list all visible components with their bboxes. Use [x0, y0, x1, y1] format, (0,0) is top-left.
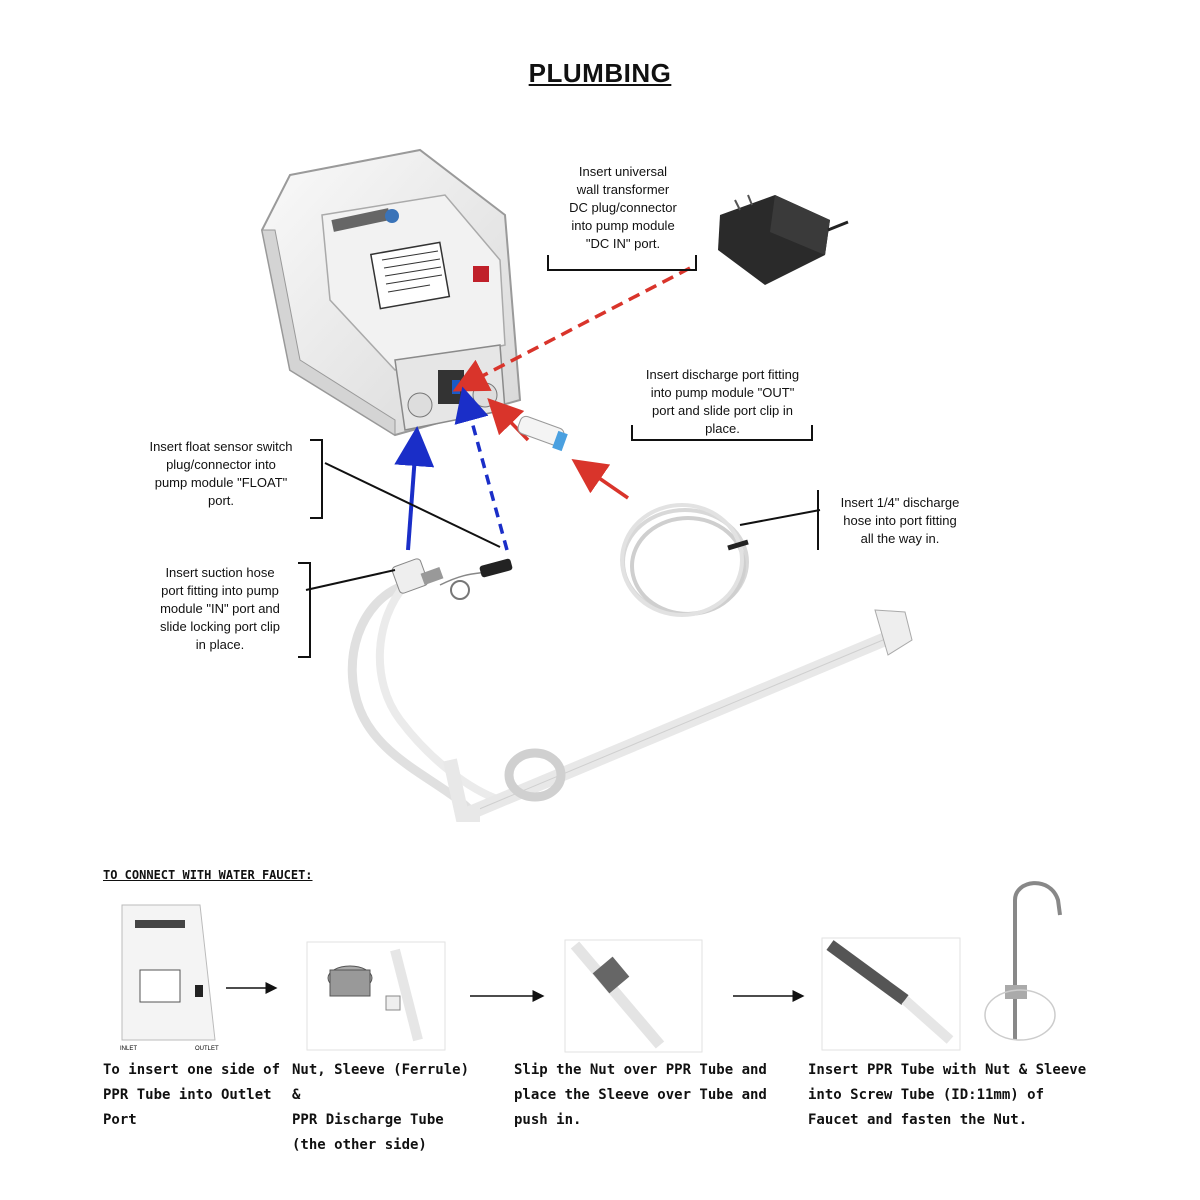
outlet-label: OUTLET	[195, 1046, 219, 1052]
callout-out-port: Insert discharge port fitting into pump …	[645, 367, 800, 436]
step1-caption: To insert one side of PPR Tube into Outl…	[103, 1062, 281, 1128]
float-sensor-image	[439, 558, 513, 600]
callout-brackets	[298, 255, 821, 658]
callout-suction: Insert suction hose port fitting into pu…	[160, 565, 280, 652]
wall-transformer-image	[718, 194, 849, 285]
out-port-arrow	[487, 397, 530, 442]
dc-connection-line	[452, 266, 691, 392]
float-connection-line	[454, 386, 509, 551]
suction-hose-image	[347, 558, 502, 814]
step3-caption: Slip the Nut over PPR Tube and place the…	[514, 1062, 767, 1128]
pump-module-image	[260, 148, 522, 437]
step2-parts-image	[306, 941, 446, 1051]
inlet-label: INLET	[120, 1046, 137, 1052]
hose-arrow	[571, 459, 629, 500]
discharge-hose-image	[620, 503, 749, 617]
discharge-fitting-image	[517, 415, 568, 452]
step1-pump-image: INLET OUTLET	[120, 904, 219, 1052]
step4-caption: Insert PPR Tube with Nut & Sleeve into S…	[808, 1062, 1087, 1128]
step4-faucet-image	[821, 881, 1062, 1051]
callout-discharge-hose: Insert 1/4" discharge hose into port fit…	[840, 495, 960, 546]
suction-probe-image	[443, 609, 913, 822]
page-title: PLUMBING	[528, 58, 672, 88]
suction-connection-line	[394, 426, 435, 551]
step2-caption: Nut, Sleeve (Ferrule) & PPR Discharge Tu…	[292, 1062, 470, 1153]
faucet-section-heading: TO CONNECT WITH WATER FAUCET:	[103, 868, 313, 882]
step3-assembly-image	[564, 939, 703, 1053]
callout-dc-in: Insert universal wall transformer DC plu…	[569, 164, 677, 251]
callout-float: Insert float sensor switch plug/connecto…	[149, 439, 293, 508]
